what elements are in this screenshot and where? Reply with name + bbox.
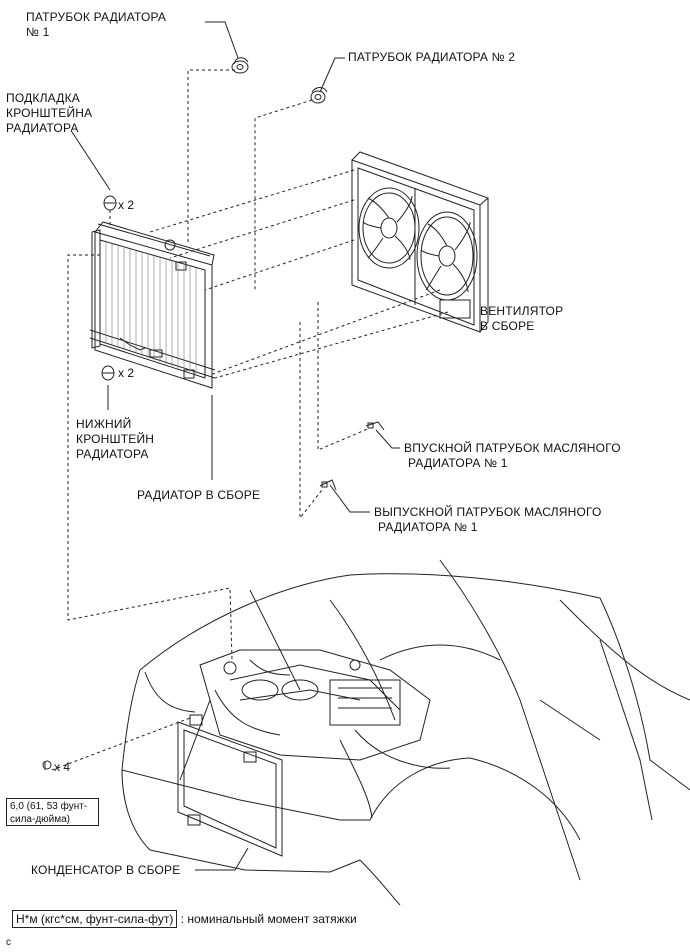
- label-fan-assembly: ВЕНТИЛЯТОР В СБОРЕ: [480, 304, 564, 333]
- label-lower-support: НИЖНИЙ КРОНШТЕЙН РАДИАТОРА: [76, 417, 155, 461]
- radiator-fins: [105, 242, 197, 374]
- vehicle-body: [121, 559, 690, 906]
- label-radiator-hose-2: ПАТРУБОК РАДИАТОРА № 2: [348, 50, 516, 64]
- radiator-core: [89, 221, 216, 389]
- qty-bolt: x 4: [54, 760, 71, 774]
- guide-lines: [51, 69, 449, 771]
- corner-mark: c: [6, 937, 11, 948]
- label-radiator-assembly: РАДИАТОР В СБОРЕ: [137, 488, 261, 502]
- label-oil-cooler-outlet: ВЫПУСКНОЙ ПАТРУБОК МАСЛЯНОГО РАДИАТОРА №…: [374, 505, 602, 534]
- qty-upper-cushion: x 2: [118, 198, 135, 212]
- radiator-hose-1: [231, 57, 249, 74]
- lower-support: [101, 365, 115, 381]
- bolt: [42, 760, 52, 770]
- fan-left: [358, 187, 420, 269]
- condenser-assembly: [177, 714, 283, 857]
- oil-cooler-inlet-hose: [365, 421, 385, 431]
- label-condenser-assembly: КОНДЕНСАТОР В СБОРЕ: [31, 863, 181, 877]
- torque-spec: 6,0 (61, 53 фунт- сила-дюйма): [6, 798, 99, 826]
- upper-support-cushion: [103, 195, 117, 211]
- legend-description: : номинальный момент затяжки: [180, 912, 357, 926]
- fan-shroud: [351, 151, 489, 333]
- legend-unit: Н*м (кгс*см, фунт-сила-фут): [12, 910, 178, 928]
- label-upper-support-cushion: ПОДКЛАДКА КРОНШТЕЙНА РАДИАТОРА: [6, 91, 93, 135]
- oil-cooler-outlet-hose: [319, 479, 337, 491]
- radiator-hose-2: [310, 87, 328, 104]
- engine-bay: [199, 649, 431, 761]
- legend: Н*м (кгс*см, фунт-сила-фут) : номинальны…: [12, 910, 357, 928]
- label-radiator-hose-1: ПАТРУБОК РАДИАТОРА № 1: [26, 10, 167, 39]
- qty-lower-support: x 2: [118, 366, 135, 380]
- label-oil-cooler-inlet: ВПУСКНОЙ ПАТРУБОК МАСЛЯНОГО РАДИАТОРА № …: [404, 441, 621, 470]
- leader-lines: [71, 21, 471, 871]
- fan-right: [416, 211, 478, 301]
